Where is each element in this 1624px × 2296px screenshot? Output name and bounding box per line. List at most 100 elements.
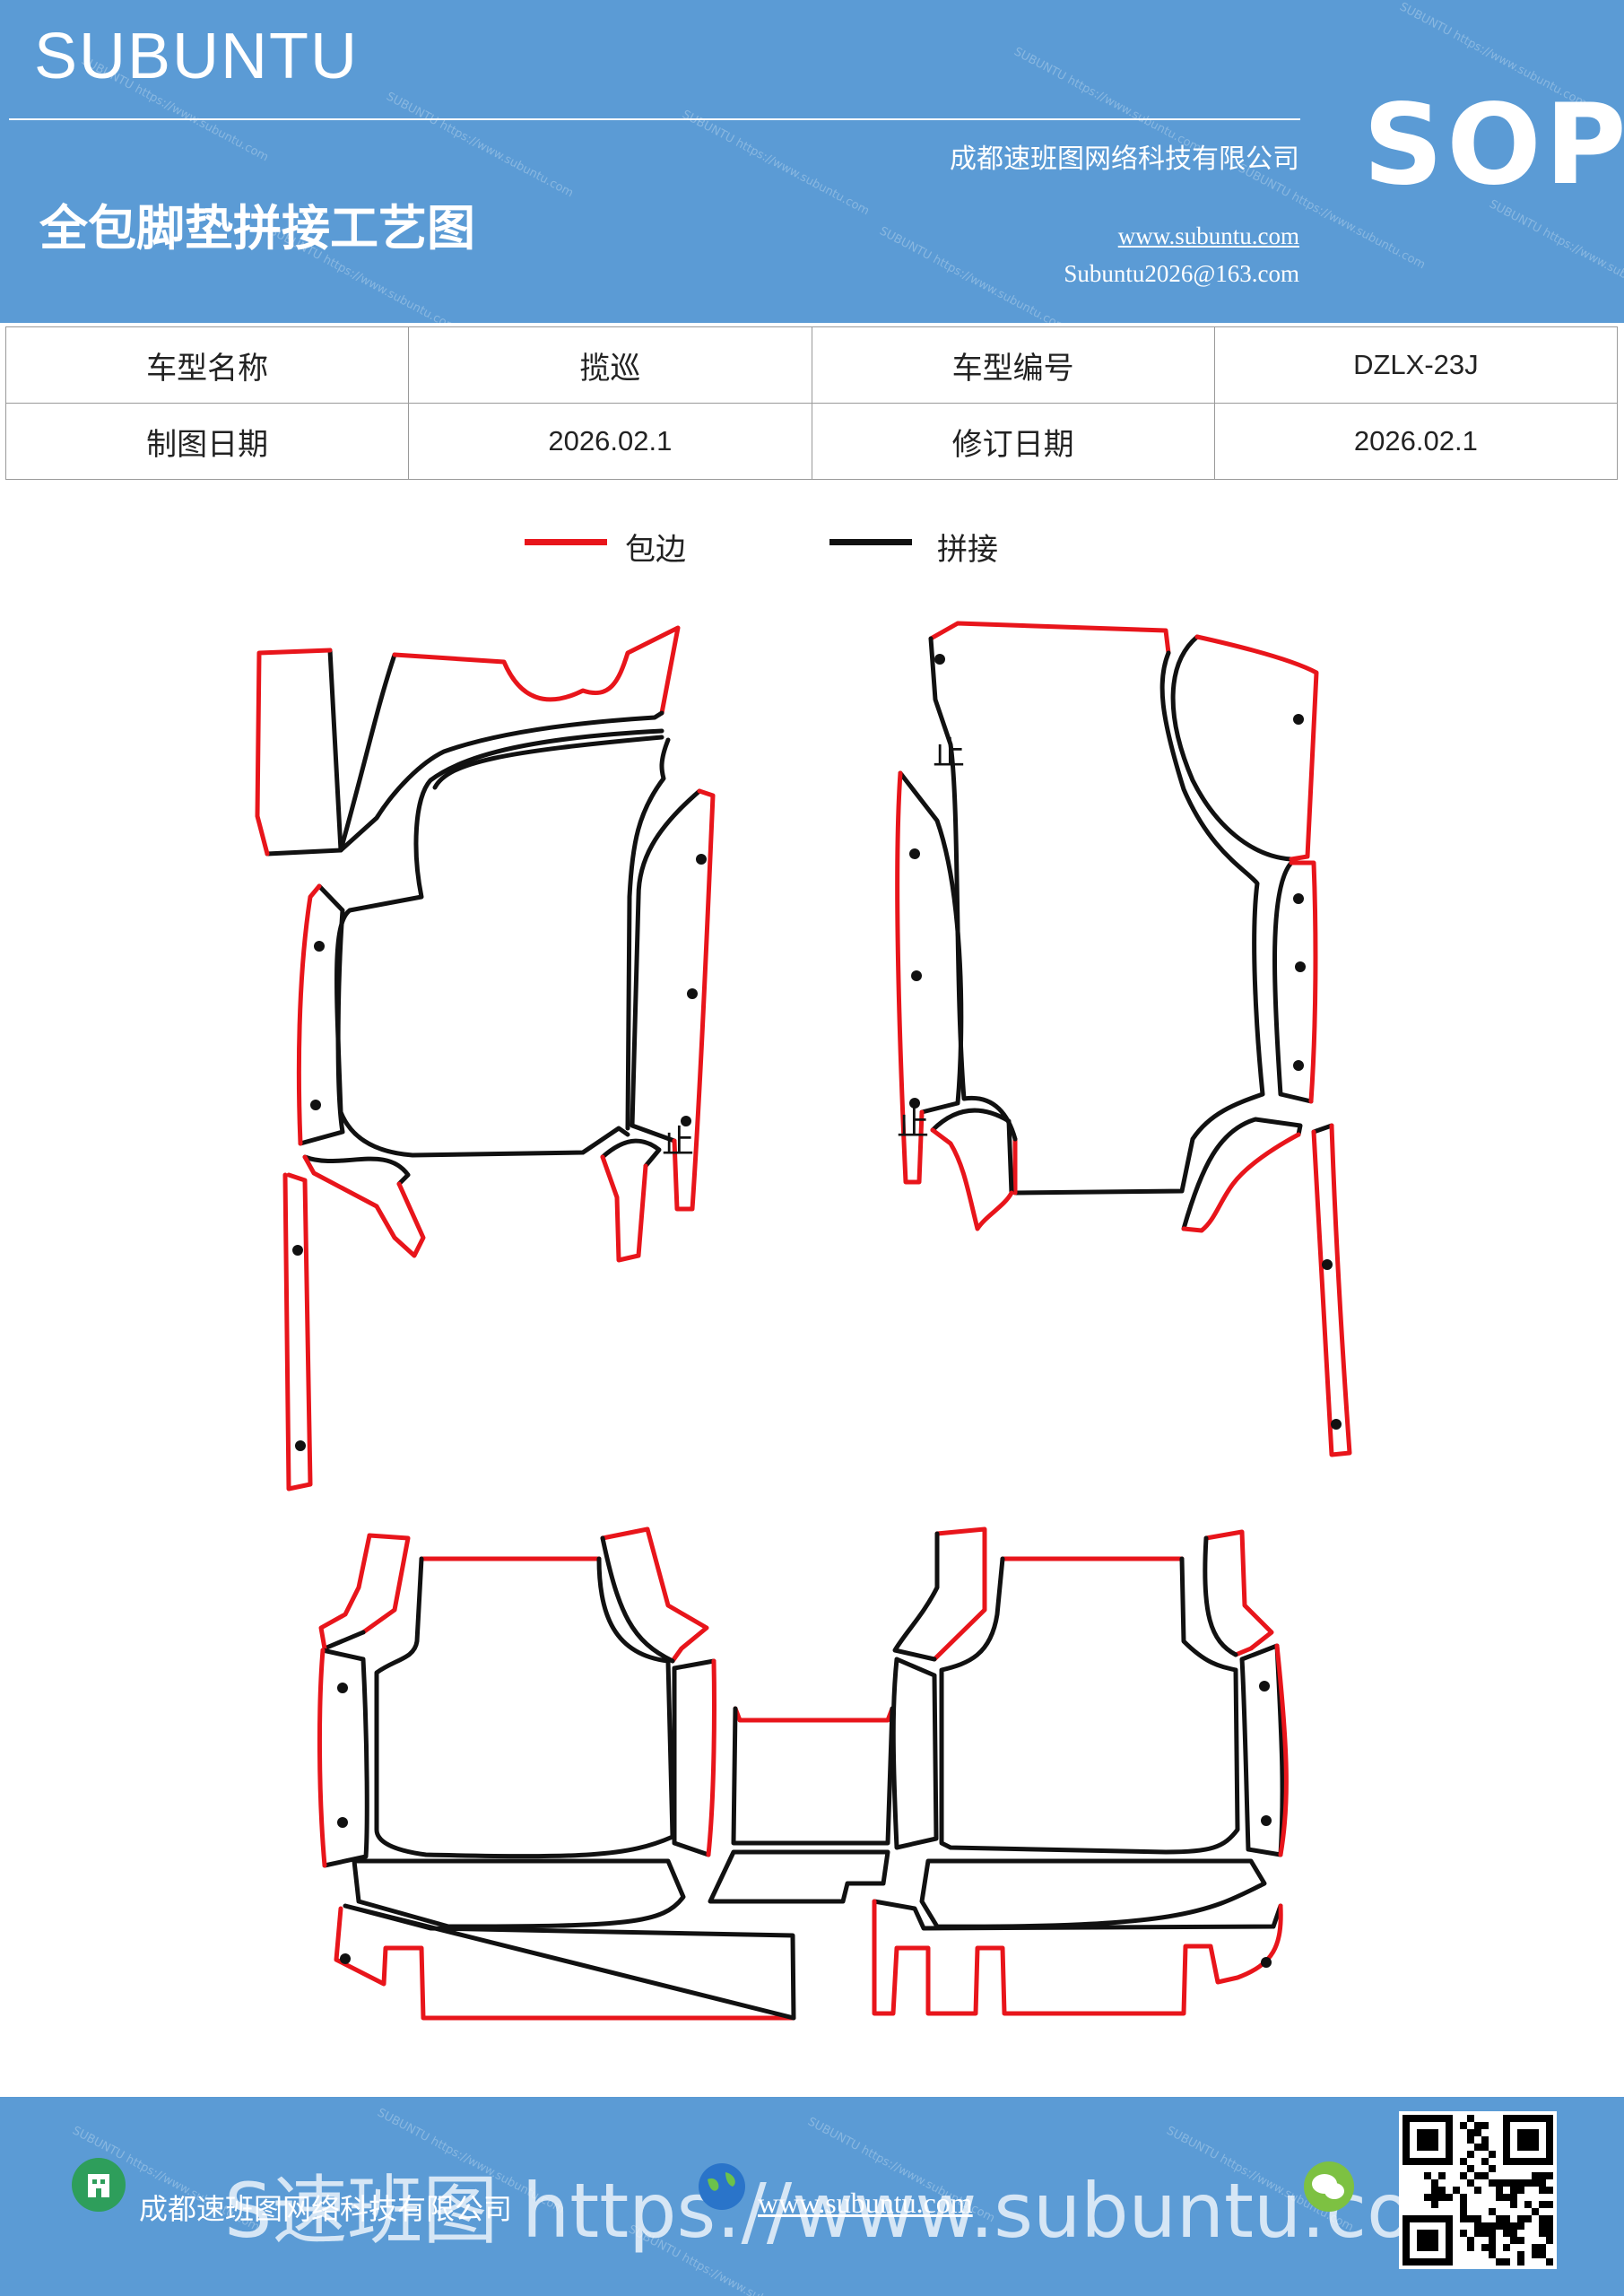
- edge-line: [318, 1533, 372, 1651]
- seam-line: [320, 1648, 369, 1868]
- seam-line: [892, 1531, 940, 1662]
- seam-line: [265, 648, 343, 857]
- seam-line: [928, 636, 1018, 1142]
- hole-dot: [1293, 714, 1304, 725]
- model-name-label: 车型名称: [4, 326, 410, 404]
- building-icon: [88, 2174, 109, 2197]
- edge-line: [895, 770, 925, 1185]
- table-row: 车型名称 揽巡 车型编号 DZLX-23J: [4, 326, 1619, 404]
- edge-line: [930, 1127, 1014, 1231]
- edge-line: [1181, 1132, 1301, 1233]
- hole-dot: [696, 854, 707, 865]
- edge-line: [302, 1154, 426, 1258]
- hole-dot: [1293, 893, 1304, 904]
- edge-line: [1274, 1643, 1289, 1857]
- seam-line: [890, 1657, 939, 1850]
- seam-line: [432, 735, 664, 790]
- front-right-mat-group: 止 止: [895, 621, 1352, 1457]
- seam-line: [298, 883, 345, 1146]
- edge-line: [317, 1648, 327, 1868]
- globe-icon: [695, 2160, 749, 2213]
- hole-dot: [687, 988, 698, 999]
- seam-line: [630, 788, 702, 1144]
- seam-line: [731, 1706, 895, 1846]
- edge-line: [672, 788, 716, 1212]
- hole-dot: [1322, 1259, 1333, 1270]
- globe-icon: [699, 2163, 745, 2210]
- table-row: 制图日期 2026.02.1 修订日期 2026.02.1: [4, 403, 1619, 480]
- seam-line: [1181, 1117, 1303, 1231]
- seam-line: [919, 1858, 1267, 1929]
- seam-line: [338, 710, 664, 853]
- seam-line: [898, 770, 964, 1115]
- seam-line: [374, 1556, 675, 1859]
- mounting-holes: [292, 654, 1342, 1968]
- edge-line: [334, 1906, 796, 2021]
- hole-dot: [1261, 1957, 1272, 1968]
- edge-line: [932, 1526, 987, 1662]
- seam-line: [338, 652, 397, 853]
- hole-dot: [337, 1817, 348, 1828]
- legend-seam-label: 拼接: [937, 532, 998, 568]
- seam-line: [1203, 1535, 1238, 1657]
- edge-line: [1194, 634, 1319, 862]
- draw-date-value: 2026.02.1: [408, 403, 812, 480]
- model-name-value: 揽巡: [408, 326, 812, 404]
- rear-center-mat-group: [708, 1706, 895, 1904]
- company-name: 成都速班图网络科技有限公司: [950, 144, 1299, 175]
- hole-dot: [337, 1683, 348, 1693]
- hole-dot: [911, 970, 922, 981]
- rear-left-mat-group: [317, 1526, 796, 2021]
- edge-line: [1311, 1123, 1352, 1457]
- seam-line-swatch: [829, 539, 912, 545]
- seam-line: [939, 1556, 1240, 1855]
- website-link[interactable]: www.subuntu.com: [1117, 222, 1299, 249]
- hole-dot: [1331, 1419, 1342, 1430]
- seam-line: [930, 1108, 1014, 1196]
- edge-line: [296, 883, 322, 1146]
- draw-date-label: 制图日期: [4, 403, 410, 480]
- hole-dot: [314, 941, 325, 952]
- building-icon: [72, 2158, 126, 2212]
- seam-line: [600, 1138, 662, 1169]
- edge-line: [392, 625, 681, 716]
- edge-line: [1289, 860, 1318, 1104]
- edge-line: [282, 1172, 313, 1492]
- revision-date-value: 2026.02.1: [1213, 403, 1619, 480]
- hole-dot: [340, 1953, 351, 1964]
- edge-line: [360, 1533, 411, 1635]
- seam-line: [343, 1903, 796, 2021]
- edge-line: [928, 621, 1171, 656]
- wechat-icon: [1302, 2160, 1356, 2213]
- rear-right-mat-group: [872, 1526, 1289, 2016]
- qr-code-icon: [1399, 2111, 1557, 2269]
- qr-code-icon: [1403, 2115, 1553, 2266]
- footer-website-link[interactable]: www.subuntu.com: [758, 2187, 973, 2219]
- front-left-mat-group: 止: [255, 625, 716, 1492]
- floor-mat-diagram: 止 止 止: [255, 621, 1352, 2021]
- hole-dot: [1295, 961, 1306, 972]
- seam-line: [1170, 634, 1294, 862]
- edge-line: [1203, 1529, 1274, 1657]
- vehicle-info-table: 车型名称 揽巡 车型编号 DZLX-23J 制图日期 2026.02.1 修订日…: [4, 326, 1619, 480]
- seam-line: [322, 1630, 366, 1651]
- seam-line: [625, 737, 671, 1131]
- hole-dot: [909, 848, 920, 859]
- seam-line: [872, 1899, 1283, 1931]
- edge-line: [255, 648, 333, 857]
- edge-line: [600, 1154, 648, 1263]
- edge-line: [706, 1658, 716, 1857]
- hole-dot: [1259, 1681, 1270, 1692]
- seam-line: [600, 1535, 675, 1664]
- stop-mark-label: 止: [662, 1124, 694, 1161]
- seam-line: [302, 1154, 411, 1187]
- seam-line: [708, 1849, 890, 1904]
- seam-line: [334, 728, 664, 1158]
- footer-overlay-text: S速班图 https://www.subuntu.com: [224, 2167, 1487, 2255]
- model-code-value: DZLX-23J: [1213, 326, 1619, 404]
- sop-badge: SOP: [1363, 81, 1624, 210]
- hole-dot: [310, 1100, 321, 1110]
- hole-dot: [295, 1440, 306, 1451]
- footer-company-name: 成都速班图网络科技有限公司: [139, 2192, 513, 2226]
- hole-dot: [909, 1098, 920, 1109]
